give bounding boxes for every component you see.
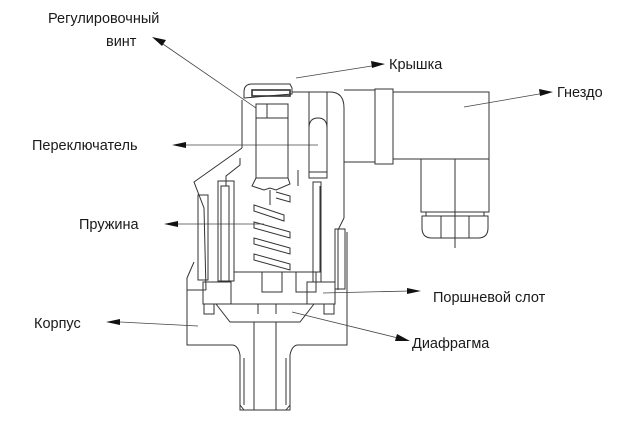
leader-diaphragm	[291, 311, 399, 339]
label-housing: Корпус	[34, 316, 81, 332]
leader-lines	[106, 37, 553, 341]
inner-walls	[197, 180, 321, 282]
labels: Регулировочный винт Крышка Гнездо Перекл…	[32, 11, 603, 352]
adjusting-screw-part	[251, 103, 291, 191]
leader-piston-slot	[322, 290, 411, 294]
arrow-diaphragm-icon	[395, 334, 410, 341]
leader-socket	[463, 92, 546, 108]
diaphragm-part	[215, 303, 315, 323]
label-piston-slot: Поршневой слот	[433, 290, 546, 306]
label-switch: Переключатель	[32, 138, 138, 154]
switch-part	[297, 91, 328, 283]
housing-part	[186, 232, 348, 411]
piston-slot-part	[202, 281, 336, 315]
arrow-spring-icon	[164, 221, 178, 227]
arrow-piston-slot-icon	[407, 288, 421, 294]
arrow-switch-icon	[172, 142, 186, 148]
pressure-switch-drawing	[186, 83, 490, 411]
arrow-adjusting-screw-icon	[152, 37, 166, 46]
arrow-housing-icon	[106, 319, 120, 325]
label-adjusting-screw-line2: винт	[106, 34, 137, 50]
label-socket: Гнездо	[557, 85, 603, 101]
label-spring: Пружина	[79, 217, 140, 233]
cover-part	[243, 83, 293, 99]
leader-housing	[119, 321, 199, 327]
leader-adjusting-screw	[159, 41, 257, 109]
arrow-cover-icon	[371, 61, 385, 68]
label-adjusting-screw-line1: Регулировочный	[48, 11, 159, 27]
socket-part	[334, 88, 490, 290]
spring-part	[253, 190, 317, 293]
arrow-socket-icon	[539, 89, 553, 96]
label-diaphragm: Диафрагма	[412, 336, 490, 352]
leader-cover	[295, 64, 379, 79]
label-cover: Крышка	[389, 57, 443, 73]
